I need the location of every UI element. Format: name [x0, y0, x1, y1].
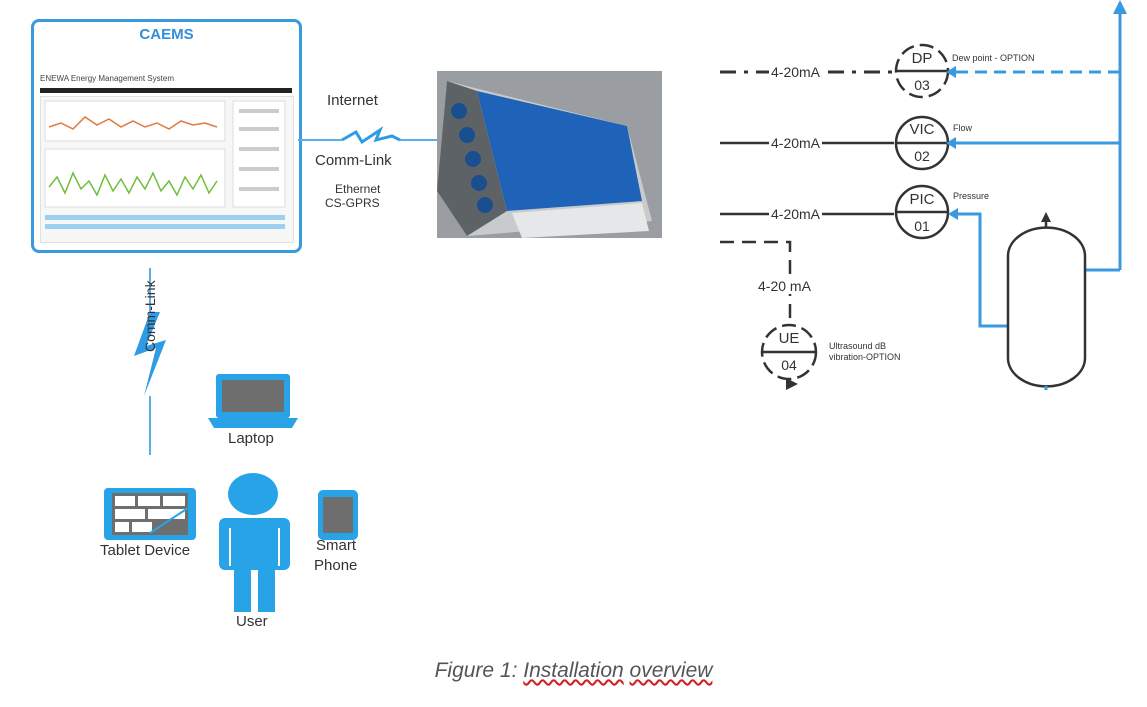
- pic-signal-label: 4-20mA: [769, 206, 823, 222]
- tank-vent-icon: [1041, 212, 1051, 222]
- laptop-label: Laptop: [228, 430, 274, 447]
- vic-note: Flow: [953, 123, 973, 133]
- internet-label: Internet: [327, 92, 378, 109]
- lightning-horizontal-icon: [341, 126, 401, 145]
- tablet-label: Tablet Device: [100, 542, 191, 559]
- comm-link-label-horizontal: Comm-Link: [315, 152, 392, 169]
- caption-prefix: Figure 1:: [434, 659, 524, 682]
- pic-process-tap: [958, 212, 1008, 328]
- caption-word2: overview: [629, 659, 713, 682]
- dp-number: 03: [914, 77, 930, 93]
- dashboard-title: CAEMS: [139, 26, 194, 43]
- riser-arrow-icon: [1113, 0, 1127, 14]
- vic-signal-label: 4-20mA: [769, 135, 823, 151]
- user-icon: [219, 473, 290, 612]
- pic-note: Pressure: [953, 191, 990, 201]
- dashboard-subtitle: ENEWA Energy Management System: [40, 74, 174, 83]
- dp-code: DP: [911, 50, 933, 67]
- smartphone-label-line1: Smart: [316, 537, 357, 554]
- ue-note-line1: Ultrasound dB: [829, 341, 887, 351]
- dp-signal-label: 4-20mA: [769, 64, 823, 80]
- vic-number: 02: [914, 148, 930, 164]
- dashboard-menubar: [40, 88, 292, 93]
- tank-vessel: [1006, 226, 1087, 388]
- ue-number: 04: [781, 357, 797, 373]
- laptop-icon: [208, 374, 298, 428]
- dashboard-screenshot: [40, 96, 294, 243]
- cs-gprs-label: CS-GPRS: [325, 196, 380, 210]
- ue-signal-line: [720, 240, 792, 326]
- ue-arrow-icon: [786, 378, 798, 390]
- device-illustration: [437, 71, 662, 238]
- smartphone-label-line2: Phone: [314, 557, 358, 574]
- pic-code: PIC: [909, 191, 935, 208]
- ethernet-label: Ethernet: [335, 182, 381, 196]
- tablet-icon: [104, 488, 196, 540]
- caption-word1: Installation: [523, 659, 624, 682]
- caems-device-photo: [437, 71, 662, 238]
- ue-instrument: [760, 323, 818, 381]
- lightning-vertical-icon: [134, 312, 166, 396]
- ue-signal-label: 4-20 mA: [756, 278, 813, 294]
- ue-note-line2: vibration-OPTION: [829, 352, 901, 362]
- caems-dashboard-panel: CAEMS ENEWA Energy Management System: [31, 19, 302, 253]
- pic-instrument: [894, 184, 950, 240]
- figure-caption: Figure 1: Installation overview: [0, 659, 1147, 683]
- dp-note: Dew point - OPTION: [952, 53, 1035, 63]
- comm-link-label-vertical: Comm-Link: [142, 280, 158, 352]
- ue-code: UE: [778, 330, 800, 347]
- vic-code: VIC: [909, 121, 935, 138]
- dashboard-mini-charts: [44, 100, 286, 229]
- smartphone-icon: [318, 490, 358, 540]
- pic-number: 01: [914, 218, 930, 234]
- user-label: User: [236, 613, 268, 630]
